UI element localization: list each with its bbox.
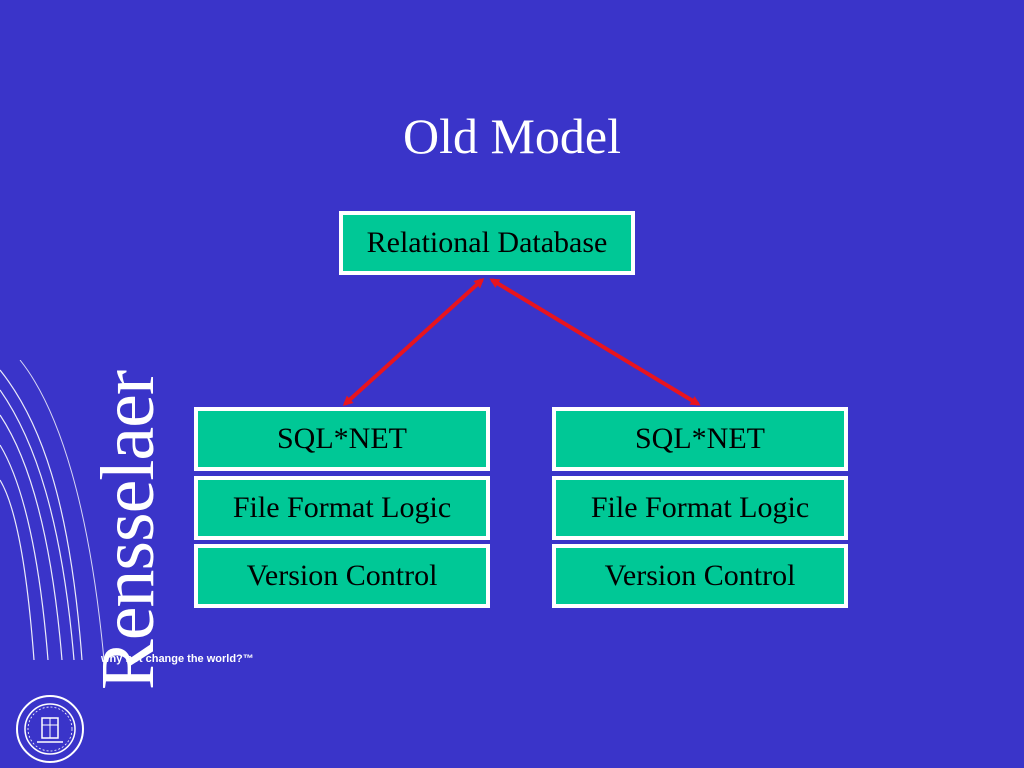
left-version-control-box: Version Control [194,544,490,608]
left-file-format-logic-box: File Format Logic [194,476,490,540]
logo-swoosh-lines [0,360,105,661]
rensselaer-logo-text: Rensselaer [86,370,170,690]
rensselaer-seal-icon [16,695,84,763]
arrow-db-to-left-stack [342,277,485,407]
relational-database-box: Relational Database [339,211,635,275]
left-sqlnet-box: SQL*NET [194,407,490,471]
right-file-format-logic-box: File Format Logic [552,476,848,540]
right-sqlnet-box: SQL*NET [552,407,848,471]
tagline: why not change the world?™ [101,653,254,665]
right-version-control-box: Version Control [552,544,848,608]
arrow-db-to-right-stack [489,278,701,406]
slide-title: Old Model [402,108,622,164]
